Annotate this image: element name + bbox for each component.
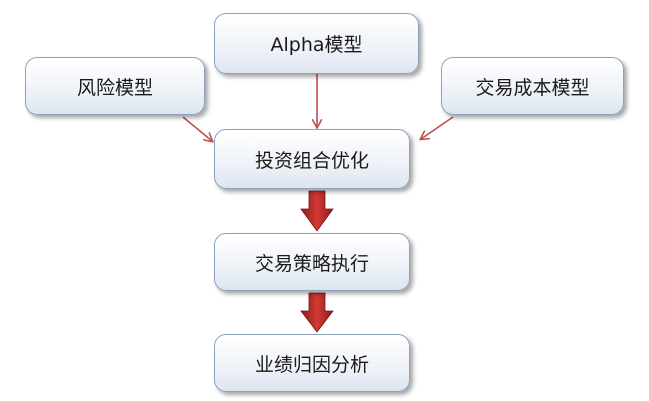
trade-execution-box: 交易策略执行	[214, 233, 410, 291]
alpha-model-box: Alpha模型	[214, 13, 419, 74]
arrow-risk-to-optimization	[182, 116, 212, 141]
portfolio-optimization-label: 投资组合优化	[254, 149, 369, 172]
risk-model-label: 风险模型	[76, 76, 153, 99]
performance-attribution-box: 业绩归因分析	[214, 334, 410, 392]
transaction-cost-model-label: 交易成本模型	[475, 76, 590, 99]
thick-arrow-optimization-to-execution	[300, 190, 334, 232]
alpha-model-label: Alpha模型	[270, 34, 363, 56]
transaction-cost-model-box: 交易成本模型	[441, 57, 624, 115]
arrow-cost-to-optimization	[421, 116, 454, 139]
portfolio-optimization-box: 投资组合优化	[214, 129, 410, 189]
performance-attribution-label: 业绩归因分析	[254, 353, 369, 376]
risk-model-box: 风险模型	[25, 57, 205, 115]
thick-arrow-execution-to-attribution	[300, 292, 334, 333]
trade-execution-label: 交易策略执行	[254, 252, 369, 275]
